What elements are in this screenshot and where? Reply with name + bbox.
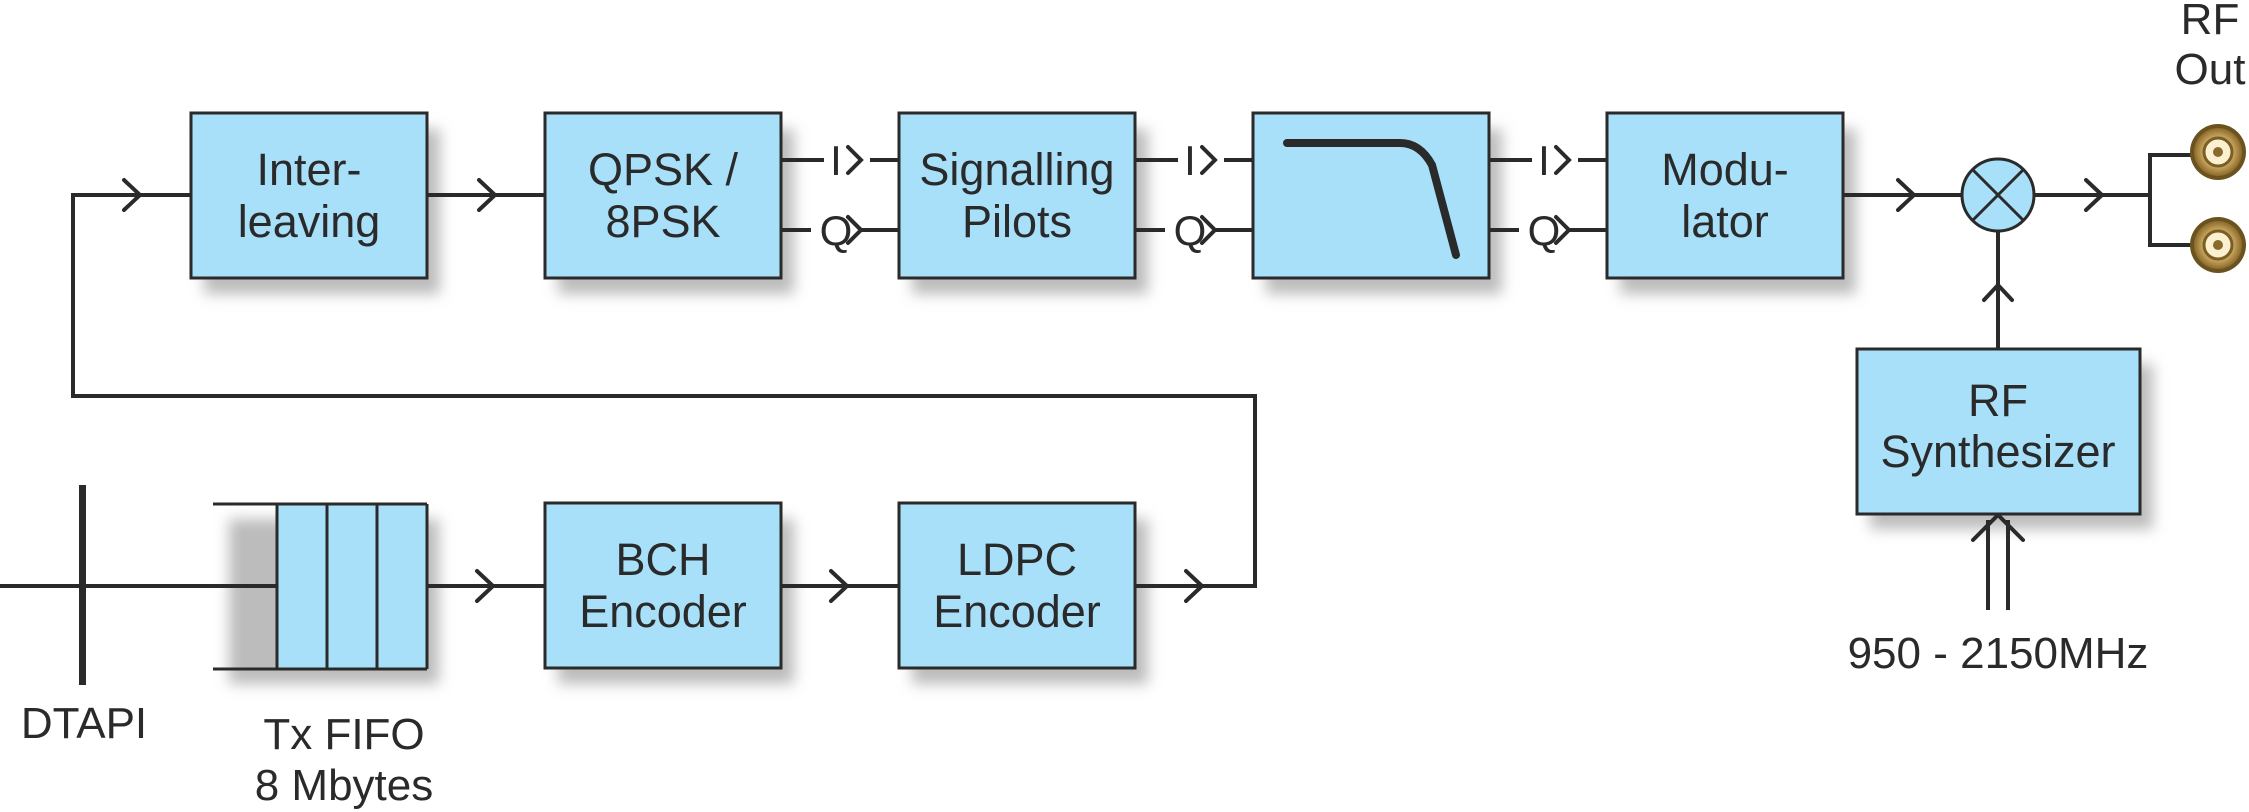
block-label-line: Inter- bbox=[256, 144, 361, 195]
signal-q-label: Q bbox=[1174, 207, 1207, 254]
signal-q-label: Q bbox=[820, 207, 853, 254]
block-label-line: lator bbox=[1681, 196, 1769, 247]
block-label-line: Pilots bbox=[962, 196, 1072, 247]
rf-connector-icon bbox=[2190, 124, 2246, 180]
fifo-label-line: Tx FIFO bbox=[263, 710, 424, 759]
block-label-line: QPSK / bbox=[588, 144, 739, 195]
block-lowpass-filter bbox=[1251, 111, 1491, 280]
arrowheads bbox=[122, 145, 2105, 603]
connection-lines bbox=[0, 153, 2201, 610]
block-interleaving: Inter- leaving bbox=[189, 111, 429, 280]
block-label-line: Modu- bbox=[1661, 144, 1789, 195]
block-qpsk-8psk: QPSK / 8PSK bbox=[543, 111, 783, 280]
mixer-icon bbox=[1960, 157, 2036, 233]
rf-out-label-line: RF bbox=[2181, 0, 2240, 44]
dtapi-label: DTAPI bbox=[21, 699, 147, 748]
block-ldpc-encoder: LDPC Encoder bbox=[897, 501, 1137, 670]
frequency-label: 950 - 2150MHz bbox=[1848, 629, 2149, 678]
block-label-line: RF bbox=[1968, 375, 2028, 426]
block-label-line: Signalling bbox=[919, 144, 1114, 195]
block-signalling-pilots: Signalling Pilots bbox=[897, 111, 1137, 280]
signal-i-label: I bbox=[1184, 137, 1196, 184]
block-label-line: Encoder bbox=[933, 586, 1101, 637]
tx-fifo-buffer bbox=[213, 502, 429, 671]
block-label-line: Encoder bbox=[579, 586, 747, 637]
rf-out-label-line: Out bbox=[2175, 45, 2246, 94]
block-rf-synthesizer: RF Synthesizer bbox=[1855, 347, 2142, 516]
filter-response-curve bbox=[1283, 139, 1460, 259]
block-label-line: BCH bbox=[615, 534, 710, 585]
block-label-line: LDPC bbox=[957, 534, 1077, 585]
block-label-line: Synthesizer bbox=[1880, 426, 2115, 477]
block-label-line: leaving bbox=[238, 196, 381, 247]
rf-connector-icon bbox=[2190, 217, 2246, 273]
fifo-label-line: 8 Mbytes bbox=[255, 761, 434, 810]
signal-i-label: I bbox=[1538, 137, 1550, 184]
block-label-line: 8PSK bbox=[605, 196, 720, 247]
iq-labels: I Q I Q I Q bbox=[820, 137, 1561, 254]
block-bch-encoder: BCH Encoder bbox=[543, 501, 783, 670]
signal-q-label: Q bbox=[1528, 207, 1561, 254]
dtapi-bar bbox=[79, 485, 86, 685]
signal-i-label: I bbox=[830, 137, 842, 184]
block-modulator: Modu- lator bbox=[1605, 111, 1845, 280]
